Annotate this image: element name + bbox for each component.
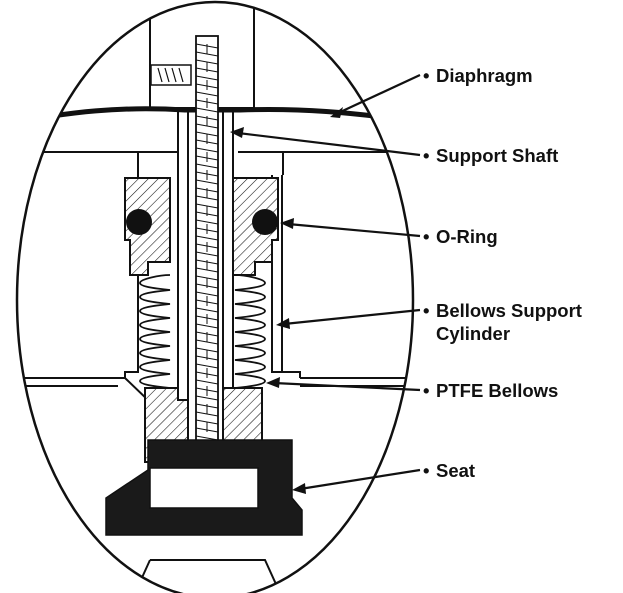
callout-diaphragm-text: Diaphragm bbox=[436, 65, 533, 86]
magnifier-ellipse bbox=[15, 0, 415, 593]
valve-interior bbox=[17, 2, 413, 593]
body-outline bbox=[20, 151, 413, 403]
bullet: • bbox=[423, 380, 430, 401]
callout-seat-text: Seat bbox=[436, 460, 476, 481]
bullet: • bbox=[423, 226, 430, 247]
leader-support-shaft bbox=[237, 131, 421, 157]
bellows-support-cylinder bbox=[271, 175, 301, 378]
leader-diaphragm bbox=[335, 74, 421, 115]
leader-bellows-support bbox=[283, 308, 421, 326]
callout-support-shaft: • Support Shaft bbox=[423, 144, 558, 167]
leader-seat bbox=[299, 468, 421, 491]
callout-seat: • Seat bbox=[423, 459, 475, 482]
callout-ptfe-bellows: • PTFE Bellows bbox=[423, 379, 558, 402]
bullet: • bbox=[423, 300, 430, 321]
callout-diaphragm: • Diaphragm bbox=[423, 64, 533, 87]
bullet: • bbox=[423, 65, 430, 86]
leader-lines bbox=[230, 74, 421, 494]
o-ring-right bbox=[252, 209, 278, 235]
support-shaft-tube bbox=[177, 108, 234, 400]
callout-o-ring-text: O-Ring bbox=[436, 226, 498, 247]
ptfe-bellows-right bbox=[234, 274, 266, 389]
callout-bellows-support-text-1: Bellows Support bbox=[436, 300, 582, 321]
seat bbox=[105, 439, 303, 536]
callout-bellows-support-text-2: Cylinder bbox=[436, 323, 511, 344]
bullet: • bbox=[423, 460, 430, 481]
leader-ptfe-bellows bbox=[273, 381, 421, 392]
bullet: • bbox=[423, 145, 430, 166]
ptfe-bellows-left bbox=[139, 274, 171, 389]
bottom-port bbox=[134, 559, 281, 593]
callout-bellows-support: • Bellows Support Cylinder bbox=[423, 299, 582, 345]
o-ring-left bbox=[126, 209, 152, 235]
callout-o-ring: • O-Ring bbox=[423, 225, 498, 248]
set-screw bbox=[150, 64, 192, 86]
callout-ptfe-bellows-text: PTFE Bellows bbox=[436, 380, 559, 401]
leader-o-ring bbox=[287, 222, 421, 238]
callout-support-shaft-text: Support Shaft bbox=[436, 145, 559, 166]
